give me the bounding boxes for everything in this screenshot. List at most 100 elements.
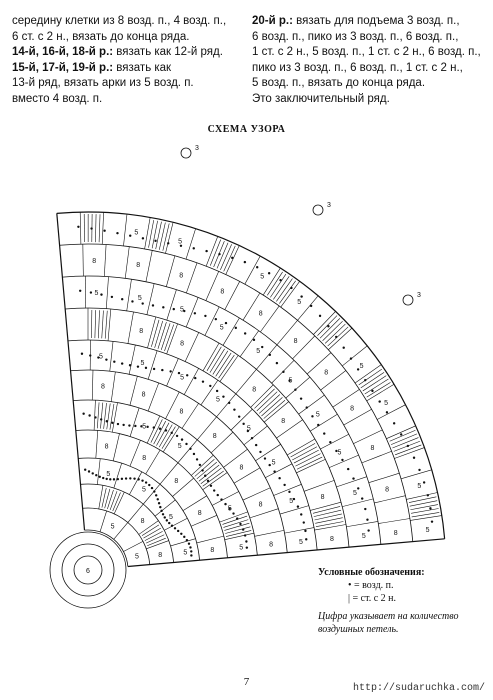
- cell-count-label: 8: [141, 518, 145, 525]
- cell-divider: [394, 447, 425, 459]
- legend-chain-stitch: • = возд. п.: [348, 580, 394, 591]
- dc-stripe: [216, 242, 229, 269]
- chain-dot: [399, 433, 403, 436]
- chain-dot: [215, 389, 219, 393]
- chain-dot: [256, 266, 259, 269]
- cell-divider: [224, 281, 240, 310]
- chain-dot: [176, 529, 180, 533]
- cell-count-label: 5: [106, 471, 110, 478]
- chain-dot: [134, 424, 137, 428]
- cell-divider: [263, 401, 289, 423]
- cell-count-label: 8: [158, 552, 162, 559]
- chain-dot: [259, 450, 262, 454]
- chain-dot: [288, 490, 291, 494]
- cell-divider: [205, 236, 219, 267]
- cell-divider: [129, 407, 140, 437]
- cell-divider: [205, 271, 219, 301]
- dc-stripe: [156, 422, 170, 446]
- chain-dot: [111, 421, 114, 425]
- dc-stripe: [161, 426, 176, 449]
- cell-divider: [320, 433, 349, 450]
- cell-divider: [225, 245, 240, 275]
- cell-divider: [216, 393, 237, 417]
- dc-stripe: [224, 522, 250, 531]
- cell-divider: [145, 250, 153, 282]
- chain-dot: [283, 483, 286, 487]
- dc-stripe: [145, 534, 165, 544]
- chain-dot: [378, 400, 381, 403]
- chain-dot: [169, 370, 172, 373]
- cell-divider: [82, 244, 84, 277]
- cell-divider: [197, 416, 217, 440]
- dc-stripe: [312, 506, 341, 514]
- instruction-text: середину клетки из 8 возд. п., 4 возд. п…: [12, 15, 227, 27]
- cell-count-label: 5: [417, 483, 421, 490]
- cell-divider: [239, 330, 259, 357]
- picot-circle: [312, 204, 324, 216]
- cell-count-label: 8: [240, 465, 244, 472]
- cell-divider: [166, 255, 176, 287]
- cell-divider: [145, 449, 161, 475]
- legend: Условные обозначения: • = возд. п. | = с…: [318, 566, 478, 636]
- chain-dot: [273, 470, 276, 473]
- cell-divider: [306, 352, 332, 375]
- chain-dot: [352, 477, 355, 480]
- dc-stripe: [360, 372, 385, 389]
- chain-dot: [290, 286, 293, 290]
- dc-stripe: [212, 350, 229, 375]
- dc-stripe: [147, 537, 166, 547]
- dc-stripe: [270, 273, 287, 298]
- dc-stripe: [258, 394, 281, 414]
- cell-divider: [255, 444, 281, 461]
- cell-divider: [144, 217, 151, 250]
- dc-stripe: [408, 496, 437, 503]
- dc-stripe: [98, 214, 101, 243]
- cell-divider: [304, 480, 335, 492]
- cell-divider: [129, 440, 141, 467]
- cell-count-label: 8: [180, 341, 184, 348]
- chain-dot: [371, 389, 374, 393]
- chain-dot: [109, 478, 112, 481]
- cell-count-label: 5: [142, 424, 146, 431]
- chain-dot: [164, 429, 168, 432]
- dc-stripe: [106, 403, 111, 430]
- cell-divider: [332, 389, 360, 408]
- chain-dot: [227, 401, 231, 405]
- chain-dot: [279, 278, 282, 282]
- chain-dot: [82, 412, 85, 415]
- chain-dot: [213, 489, 216, 492]
- dc-stripe: [209, 348, 225, 373]
- cell-divider: [154, 499, 176, 517]
- cell-divider: [297, 295, 319, 321]
- chain-dot: [129, 234, 132, 237]
- cell-divider: [105, 276, 109, 309]
- fan-edge: [127, 538, 445, 568]
- cell-divider: [112, 402, 118, 433]
- cell-divider: [107, 308, 112, 341]
- cell-divider: [129, 471, 143, 495]
- chain-dot: [233, 408, 236, 411]
- dc-stripe: [98, 310, 100, 339]
- cell-divider: [97, 458, 101, 485]
- cell-divider: [162, 426, 180, 453]
- fan-edge: [56, 213, 86, 531]
- cell-divider: [166, 289, 177, 321]
- chain-dot: [296, 505, 300, 508]
- cell-divider: [172, 477, 194, 497]
- chain-dot: [364, 507, 367, 511]
- chain-dot: [112, 478, 116, 481]
- instruction-text: 6 ст. с 2 н., вязать до конца ряда.: [12, 30, 190, 43]
- chain-dot: [87, 470, 91, 473]
- cell-divider: [185, 297, 199, 328]
- dc-stripe: [225, 526, 251, 534]
- chain-dot: [254, 443, 258, 447]
- chain-dot: [141, 237, 145, 240]
- instruction-text: 1 ст. с 2 н., 5 возд. п., 1 ст. с 2 н., …: [252, 46, 481, 58]
- dc-stripe: [411, 508, 439, 514]
- cell-divider: [223, 448, 248, 468]
- chain-dot: [165, 519, 169, 522]
- cell-divider: [329, 454, 359, 468]
- chain-dot: [105, 358, 108, 361]
- chain-dot: [426, 494, 430, 497]
- dc-stripe: [409, 500, 438, 507]
